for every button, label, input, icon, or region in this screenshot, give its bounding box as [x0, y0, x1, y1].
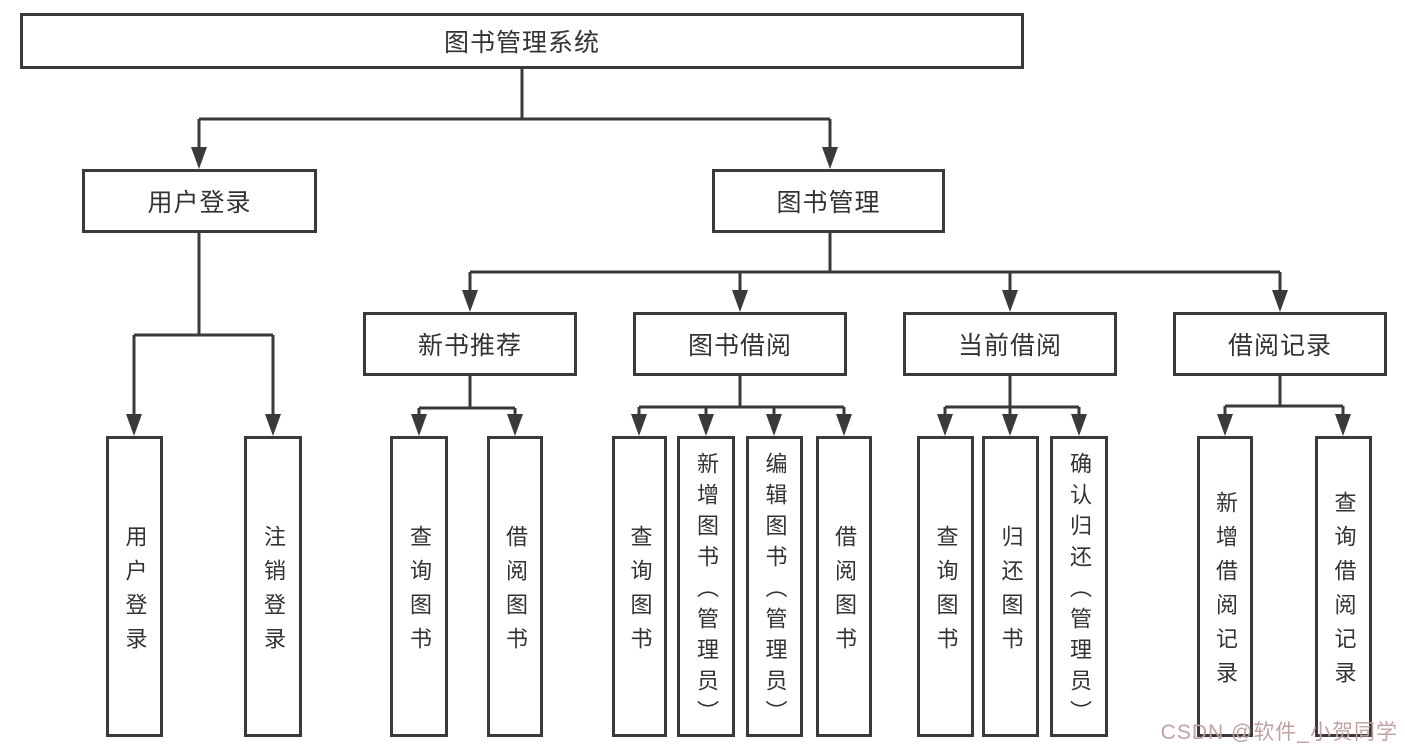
arrowhead: [1002, 290, 1018, 312]
arrowhead: [836, 414, 852, 436]
leaf-label: 查询图书: [407, 524, 432, 661]
watermark: CSDN @软件_小贺同学: [1160, 721, 1398, 744]
arrowhead: [1272, 290, 1288, 312]
node-label: 用户登录: [147, 189, 252, 217]
arrowhead: [822, 147, 838, 169]
leaf-add-book-admin: 新增图书（管理员）: [677, 436, 735, 737]
leaf-user-login: 用户登录: [106, 436, 163, 737]
arrowhead: [265, 414, 281, 436]
leaf-label: 归还图书: [998, 524, 1024, 661]
arrowhead: [507, 414, 523, 436]
arrowhead: [937, 414, 953, 436]
leaf-query-books-current: 查询图书: [917, 436, 974, 737]
leaf-label: 借阅图书: [503, 524, 528, 661]
node-user-login: 用户登录: [82, 169, 317, 233]
leaf-query-books-recommend: 查询图书: [390, 436, 448, 737]
leaf-label: 编辑图书（管理员）: [762, 451, 788, 731]
arrowhead: [766, 414, 782, 436]
node-new-book-recommend: 新书推荐: [363, 312, 577, 376]
leaf-label: 查询借阅记录: [1331, 490, 1357, 695]
arrowhead: [698, 414, 714, 436]
leaf-borrow-books: 借阅图书: [816, 436, 872, 737]
node-book-management: 图书管理: [712, 169, 945, 233]
node-label: 图书借阅: [687, 332, 792, 360]
arrowhead: [191, 147, 207, 169]
leaf-return-book: 归还图书: [982, 436, 1039, 737]
leaf-label: 查询图书: [627, 524, 653, 661]
leaf-label: 注销登录: [261, 524, 286, 661]
leaf-confirm-return-admin: 确认归还（管理员）: [1050, 436, 1108, 737]
arrowhead: [126, 414, 142, 436]
node-label: 当前借阅: [957, 332, 1062, 360]
node-label: 图书管理: [776, 189, 881, 217]
arrowhead: [1335, 414, 1351, 436]
leaf-add-borrow-record: 新增借阅记录: [1197, 436, 1253, 737]
leaf-label: 新增借阅记录: [1213, 490, 1238, 695]
leaf-edit-book-admin: 编辑图书（管理员）: [746, 436, 803, 737]
arrowhead: [462, 290, 478, 312]
arrowhead: [1217, 414, 1233, 436]
leaf-label: 借阅图书: [832, 524, 857, 661]
arrowhead: [732, 290, 748, 312]
arrowhead: [1002, 414, 1018, 436]
leaf-label: 确认归还（管理员）: [1067, 451, 1092, 731]
arrowhead: [411, 414, 427, 436]
leaf-logout: 注销登录: [244, 436, 302, 737]
leaf-label: 新增图书（管理员）: [694, 451, 719, 731]
arrowhead: [1071, 414, 1087, 436]
leaf-label: 查询图书: [933, 524, 959, 661]
leaf-label: 用户登录: [122, 524, 148, 661]
node-book-borrow: 图书借阅: [633, 312, 847, 376]
leaf-query-borrow-record: 查询借阅记录: [1315, 436, 1372, 737]
node-current-borrow: 当前借阅: [903, 312, 1117, 376]
arrowhead-icons: [126, 147, 1351, 436]
node-library-management-system: 图书管理系统: [20, 13, 1024, 69]
connector-lines: [132, 69, 1345, 418]
node-label: 图书管理系统: [443, 29, 600, 57]
node-borrow-records: 借阅记录: [1173, 312, 1387, 376]
leaf-borrow-books-recommend: 借阅图书: [487, 436, 543, 737]
leaf-query-books-borrow: 查询图书: [612, 436, 667, 737]
node-label: 新书推荐: [417, 332, 522, 360]
arrowhead: [631, 414, 647, 436]
node-label: 借阅记录: [1227, 332, 1332, 360]
